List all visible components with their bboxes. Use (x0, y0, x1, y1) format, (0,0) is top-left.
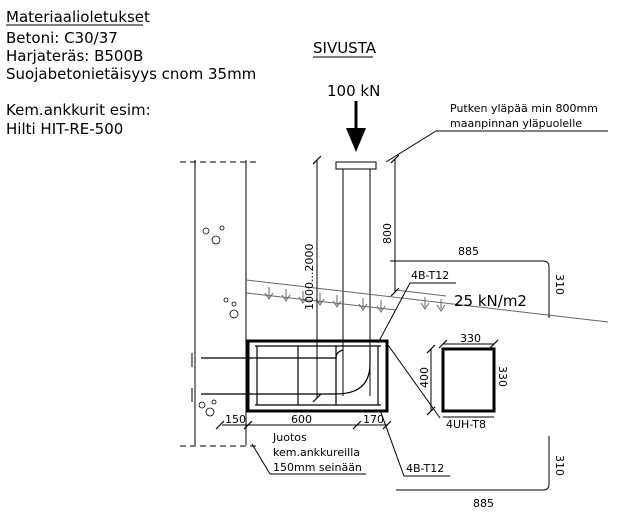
anchor-bar-lower (201, 350, 371, 395)
aggregate-mark (198, 401, 206, 409)
dim-pipe-length: 1000...2000 (303, 244, 316, 310)
pipe-top-annotation: Putken yläpää min 800mm maanpinnan yläpu… (385, 102, 608, 163)
section-outline (441, 347, 496, 413)
dim-footing-ext: 170 (363, 413, 384, 426)
load-base-line-ext (395, 289, 447, 297)
anchor-note-line3: 150mm seinään (273, 461, 362, 474)
anchor-note-line1: Juotos (272, 431, 307, 444)
dim-pipe-above-ground: 800 (381, 223, 394, 244)
load-arrow (264, 287, 274, 300)
load-arrow (358, 298, 368, 311)
view-title: SIVUSTA (313, 39, 377, 57)
footing-dimensions: 150 600 170 (215, 413, 392, 430)
top-rebar-leader (377, 282, 456, 344)
load-arrow (436, 299, 446, 312)
dim-slope-top-height: 310 (553, 274, 566, 295)
pipe-dimensions: 800 1000...2000 (303, 154, 400, 403)
notes-cover: Suojabetonietäisyys cnom 35mm (6, 65, 256, 83)
load-arrow (298, 291, 308, 304)
section-stirrup-label: 4UH-T8 (446, 418, 486, 431)
ground-slope: 25 kN/m2 (245, 279, 609, 323)
distributed-load-label: 25 kN/m2 (454, 292, 527, 310)
bottom-dimensions: 885 310 (396, 436, 566, 510)
dim-section-width: 330 (460, 332, 481, 345)
anchor-note: Juotos kem.ankkureilla 150mm seinään (251, 431, 366, 475)
aggregate-mark (229, 309, 239, 319)
aggregate-mark (223, 297, 229, 303)
material-notes: Materiaalioletukset Betoni: C30/37 Harja… (6, 8, 256, 138)
load-arrow (332, 295, 342, 308)
wall (180, 160, 258, 447)
aggregate-mark (202, 227, 210, 235)
anchor-bar-upper (201, 349, 344, 359)
notes-anchor-product: Hilti HIT-RE-500 (6, 120, 123, 138)
dim-bottom-height: 310 (553, 455, 566, 476)
load-arrow (376, 300, 386, 313)
bottom-rebar-callout: 4B-T12 (379, 409, 450, 477)
section-stirrup-leader (387, 344, 441, 419)
footing (201, 339, 389, 413)
footing-section: 330 400 330 4UH-T8 (387, 332, 509, 431)
top-rebar-callout: 4B-T12 (377, 269, 456, 344)
load-arrow (420, 297, 430, 310)
load-arrow (281, 289, 291, 302)
dim-slope-top-width: 885 (458, 245, 479, 258)
dim-footing-width: 600 (291, 413, 312, 426)
aggregate-mark (231, 301, 237, 307)
pipe-top-leader (385, 130, 608, 163)
dim-section-height: 400 (418, 367, 431, 388)
aggregate-mark (205, 407, 215, 417)
anchor-note-leader (251, 443, 271, 475)
notes-rebar: Harjateräs: B500B (6, 47, 143, 65)
slope-top-dimensions: 885 310 (390, 245, 566, 318)
aggregate-mark (211, 235, 221, 245)
pipe-top-note-line2: maanpinnan yläpuolelle (450, 117, 582, 130)
point-load-label: 100 kN (327, 82, 380, 100)
notes-heading: Materiaalioletukset (6, 8, 150, 26)
aggregate-mark (219, 225, 225, 231)
ground-surface-top (245, 279, 609, 323)
dim-wall-embed: 150 (225, 413, 246, 426)
top-rebar-label: 4B-T12 (411, 269, 449, 282)
dim-bottom-width: 885 (473, 497, 494, 510)
dim-310-top-line (542, 260, 550, 318)
aggregate-mark (211, 399, 217, 405)
anchor-note-line2: kem.ankkureilla (273, 446, 360, 459)
point-load: 100 kN (327, 82, 380, 152)
point-load-arrow-head (346, 128, 366, 152)
dim-section-side: 330 (496, 366, 509, 387)
bottom-rebar-leader (379, 409, 450, 477)
notes-concrete: Betoni: C30/37 (6, 29, 118, 47)
bottom-rebar-label: 4B-T12 (406, 462, 444, 475)
dim-310-bottom-line (542, 436, 550, 491)
pipe-cap-plate (335, 161, 377, 170)
notes-anchor-label: Kem.ankkurit esim: (6, 101, 151, 119)
pipe-top-note-line1: Putken yläpää min 800mm (450, 102, 598, 115)
